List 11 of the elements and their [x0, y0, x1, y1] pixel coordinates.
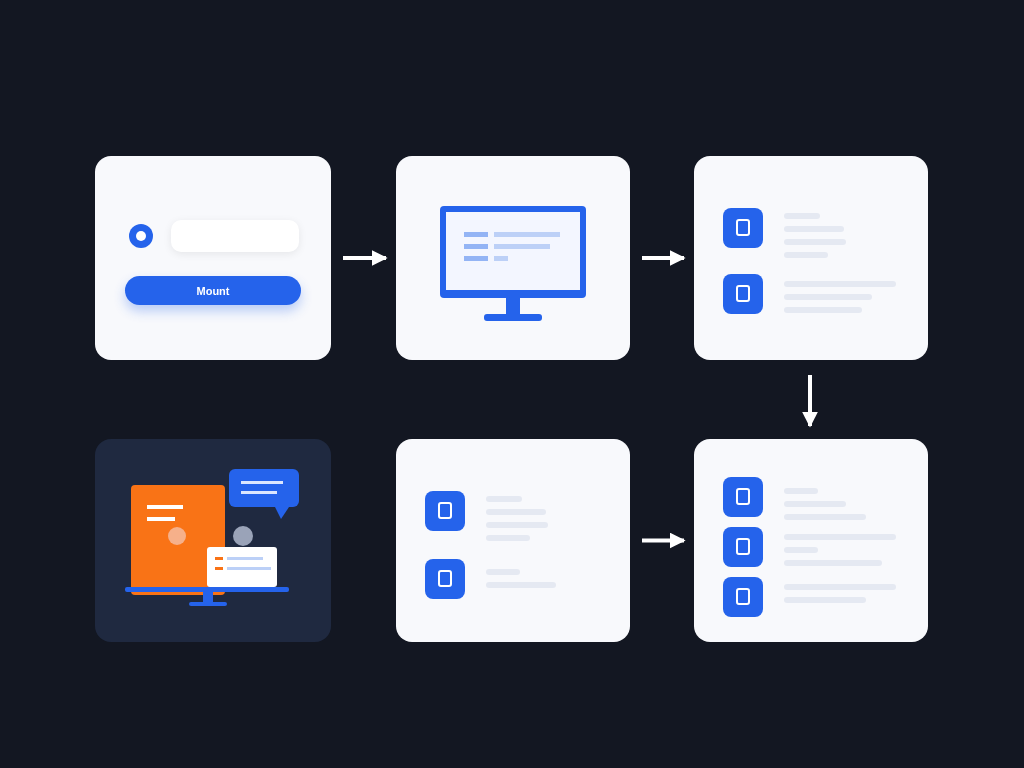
card — [95, 156, 331, 360]
arrow — [343, 250, 388, 266]
illustration-card — [95, 439, 331, 642]
arrow — [642, 250, 686, 266]
arrow — [802, 375, 818, 428]
arrow — [642, 532, 686, 549]
submit-button: Mount — [125, 276, 301, 305]
card — [694, 439, 928, 642]
card — [694, 156, 928, 360]
card — [396, 439, 630, 642]
card — [396, 156, 630, 360]
